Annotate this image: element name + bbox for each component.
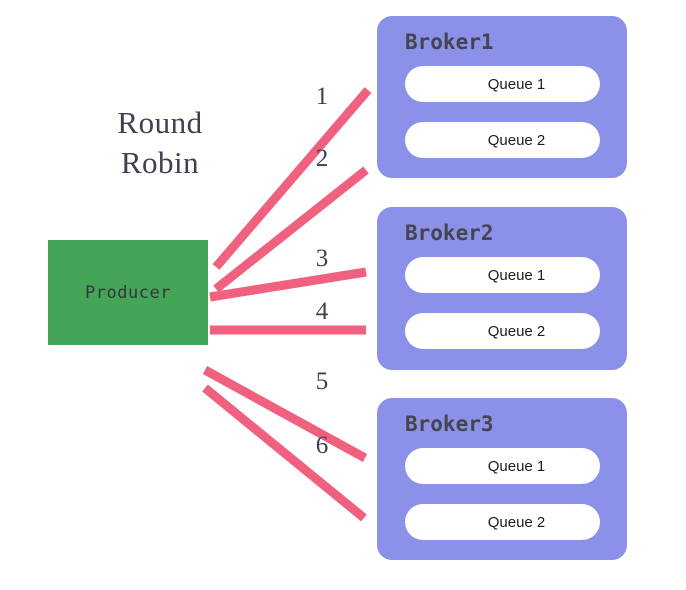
producer-label: Producer (85, 282, 171, 303)
connector-label-6: 6 (315, 432, 329, 459)
queue-pill-broker2-queue1: Queue 1 (405, 257, 600, 293)
connector-line-3 (209, 267, 367, 302)
broker-node-3: Broker3 Queue 1 Queue 2 (377, 398, 627, 560)
queue-pill-broker2-queue2: Queue 2 (405, 313, 600, 349)
queue-label: Queue 2 (487, 322, 546, 340)
broker-node-1: Broker1 Queue 1 Queue 2 (377, 16, 627, 178)
broker-title-2: Broker2 (405, 221, 494, 245)
connector-label-2: 2 (315, 145, 329, 172)
connector-line-6 (202, 384, 367, 522)
queue-pill-broker1-queue2: Queue 2 (405, 122, 600, 158)
producer-node: Producer (48, 240, 208, 345)
broker-node-2: Broker2 Queue 1 Queue 2 (377, 207, 627, 370)
connector-label-1: 1 (315, 83, 329, 110)
broker-title-1: Broker1 (405, 30, 494, 54)
connector-line-5 (202, 366, 368, 462)
queue-label: Queue 2 (487, 131, 546, 149)
queue-pill-broker1-queue1: Queue 1 (405, 66, 600, 102)
queue-label: Queue 1 (487, 266, 546, 284)
queue-label: Queue 1 (487, 457, 546, 475)
connector-label-3: 3 (315, 245, 329, 272)
diagram-title: Round Robin (117, 105, 203, 180)
queue-label: Queue 2 (487, 513, 546, 531)
queue-pill-broker3-queue2: Queue 2 (405, 504, 600, 540)
connector-line-2 (213, 166, 369, 293)
broker-title-3: Broker3 (405, 412, 494, 436)
connector-label-4: 4 (315, 298, 329, 325)
connector-label-5: 5 (315, 368, 329, 395)
queue-label: Queue 1 (487, 75, 546, 93)
queue-pill-broker3-queue1: Queue 1 (405, 448, 600, 484)
